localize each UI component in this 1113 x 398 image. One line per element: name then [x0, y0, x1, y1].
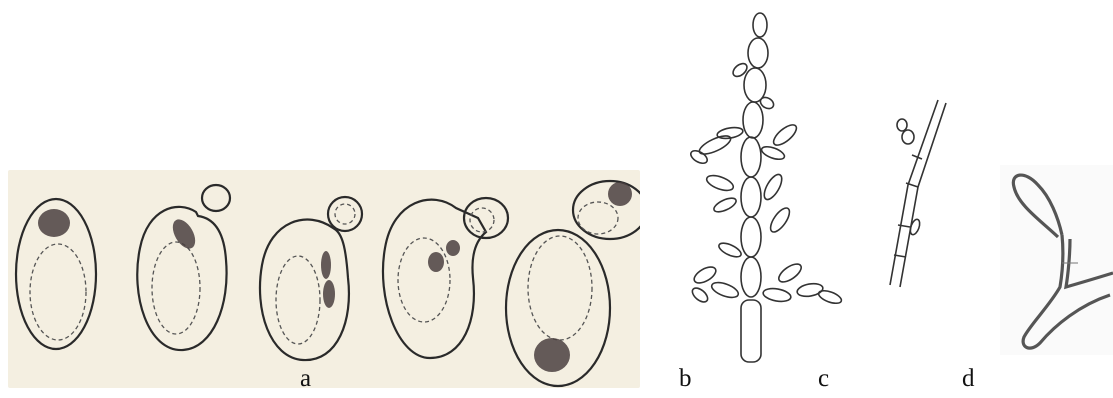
panel-label-a: a [300, 365, 311, 393]
thick-walled-cells-drawing [1000, 165, 1113, 355]
pseudohypha-panel [685, 5, 855, 365]
yeast-cell-1 [16, 199, 96, 349]
pseudohypha-drawing [685, 5, 855, 365]
yeast-cell-3 [260, 197, 362, 360]
budding-sequence-panel [8, 170, 640, 388]
yeast-cell-5 [506, 181, 640, 386]
panel-label-d: d [962, 365, 975, 393]
yeast-cell-2 [137, 185, 230, 350]
budding-sequence-drawing [8, 170, 640, 388]
septate-hypha-drawing [880, 95, 950, 295]
panel-label-c: c [818, 365, 829, 393]
thick-walled-cells-panel [1000, 165, 1113, 355]
panel-label-b: b [679, 365, 692, 393]
septate-hypha-panel [880, 95, 950, 295]
yeast-cell-4 [383, 198, 508, 358]
